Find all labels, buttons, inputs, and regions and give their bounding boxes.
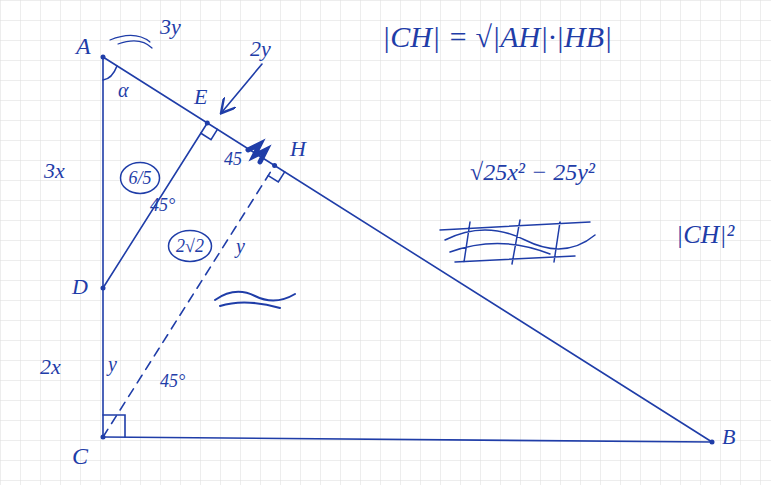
vertex-dot bbox=[101, 55, 106, 60]
angle-value: 45° bbox=[160, 372, 185, 390]
vertex-name: B bbox=[722, 426, 735, 448]
angle-name: α bbox=[118, 80, 129, 100]
scribble bbox=[248, 144, 266, 162]
scribble bbox=[110, 35, 152, 48]
vertex-dot bbox=[710, 440, 715, 445]
segment-length: 2y bbox=[250, 38, 271, 60]
vertex-name: C bbox=[72, 444, 88, 468]
side-ac bbox=[102, 57, 104, 437]
segment-length: 3x bbox=[44, 160, 65, 182]
right-angle-h bbox=[268, 172, 285, 182]
vertex-dot bbox=[272, 163, 277, 168]
segment-length: 2x bbox=[40, 356, 61, 378]
segment-length: y bbox=[236, 236, 245, 256]
side-cb bbox=[103, 437, 712, 442]
right-angle-c bbox=[103, 415, 125, 437]
altitude-ch bbox=[103, 166, 275, 438]
expression: |CH|² bbox=[676, 222, 734, 248]
vertex-dot bbox=[101, 286, 106, 291]
angle-value: 45° bbox=[150, 196, 175, 214]
equation: |CH| = √|AH|·|HB| bbox=[382, 22, 612, 52]
vertex-dot bbox=[205, 121, 210, 126]
circled-text: 2√2 bbox=[176, 237, 204, 255]
segment-length: y bbox=[108, 354, 117, 374]
vertex-name: D bbox=[72, 276, 88, 298]
angle-arc bbox=[103, 66, 117, 80]
circled-value: 6/5 bbox=[119, 161, 161, 195]
scribble bbox=[440, 220, 595, 264]
hypotenuse-ab bbox=[103, 57, 712, 442]
vertex-dot bbox=[101, 435, 106, 440]
scribble bbox=[215, 292, 295, 308]
segment-de bbox=[103, 123, 207, 288]
right-angle-e bbox=[201, 129, 218, 139]
segment-length: 3y bbox=[160, 16, 181, 38]
circle-ring bbox=[121, 163, 160, 194]
circle-ring bbox=[169, 231, 212, 262]
expression: √25x² − 25y² bbox=[470, 160, 595, 184]
angle-value: 45 bbox=[224, 150, 242, 168]
circled-value: 2√2 bbox=[167, 229, 213, 263]
point-name: H bbox=[290, 138, 306, 160]
vertex-name: A bbox=[76, 34, 91, 58]
pointer-arrow bbox=[222, 64, 262, 112]
circled-text: 6/5 bbox=[128, 169, 151, 187]
point-name: E bbox=[194, 86, 207, 108]
